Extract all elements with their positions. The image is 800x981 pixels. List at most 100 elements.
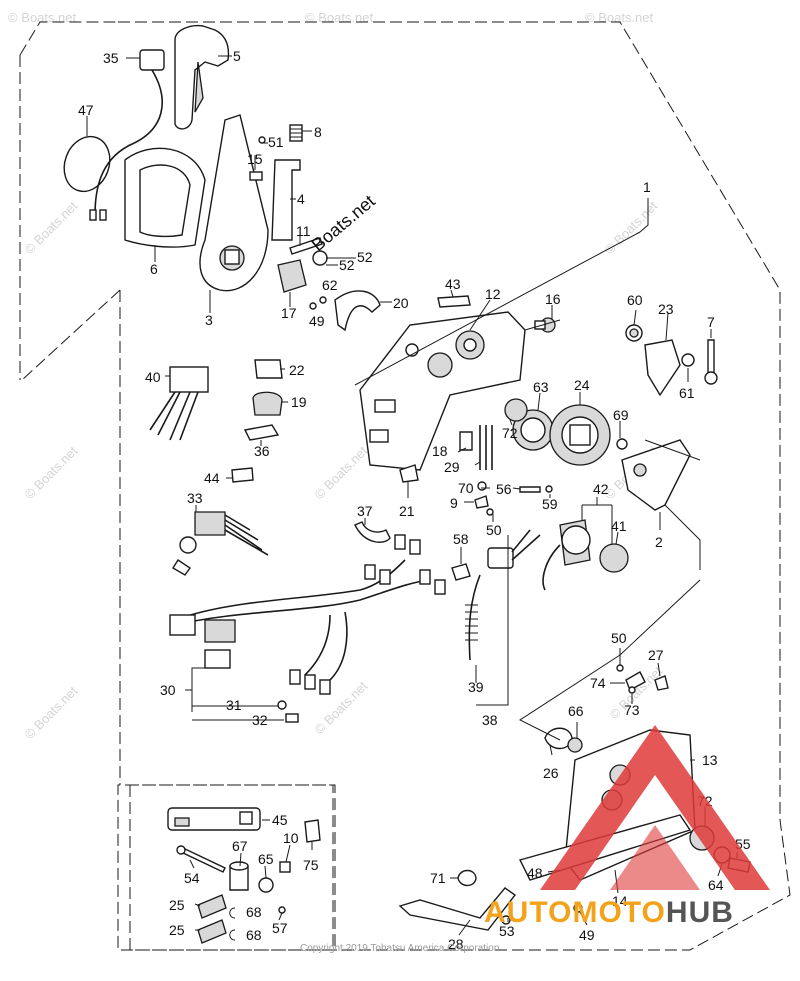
label-25b: 25 bbox=[169, 922, 185, 938]
label-38: 38 bbox=[482, 712, 498, 728]
cover bbox=[124, 147, 206, 248]
label-51: 51 bbox=[268, 134, 284, 150]
switch-harness bbox=[89, 49, 165, 221]
label-7: 7 bbox=[707, 314, 715, 330]
label-23: 23 bbox=[658, 301, 674, 317]
leader-lines bbox=[86, 55, 738, 936]
label-61: 61 bbox=[679, 385, 695, 401]
label-73: 73 bbox=[624, 702, 640, 718]
watermark: © Boats.net bbox=[22, 683, 81, 742]
washer-61 bbox=[681, 353, 695, 367]
housing bbox=[199, 114, 269, 292]
label-43 bbox=[437, 295, 471, 308]
switch-38 bbox=[465, 529, 541, 661]
ignition-switch bbox=[172, 511, 269, 576]
label-67: 67 bbox=[232, 838, 248, 854]
label-65: 65 bbox=[258, 851, 274, 867]
bracket-27-group bbox=[616, 664, 669, 694]
label-39: 39 bbox=[468, 679, 484, 695]
assembly-outline bbox=[19, 21, 791, 951]
label-74: 74 bbox=[590, 675, 606, 691]
label-12: 12 bbox=[485, 286, 501, 302]
lever-handle bbox=[174, 24, 230, 130]
ring-72 bbox=[504, 398, 528, 422]
label-18: 18 bbox=[432, 443, 448, 459]
label-25a: 25 bbox=[169, 897, 185, 913]
clip-9 bbox=[474, 495, 489, 509]
label-10: 10 bbox=[283, 830, 299, 846]
nut-70 bbox=[477, 481, 487, 491]
main-body bbox=[359, 311, 526, 471]
label-41: 41 bbox=[611, 518, 627, 534]
label-36: 36 bbox=[254, 443, 270, 459]
label-68b: 68 bbox=[246, 927, 262, 943]
arm-28 bbox=[398, 887, 517, 931]
wire-29 bbox=[479, 425, 493, 470]
washer-65 bbox=[258, 877, 274, 893]
label-60: 60 bbox=[627, 292, 643, 308]
label-14: 14 bbox=[612, 893, 628, 909]
screw-51 bbox=[258, 136, 266, 144]
label-69: 69 bbox=[613, 407, 629, 423]
label-54: 54 bbox=[184, 870, 200, 886]
label-62: 62 bbox=[322, 277, 338, 293]
label-13: 13 bbox=[702, 752, 718, 768]
screw-56 bbox=[519, 486, 541, 493]
label-71: 71 bbox=[430, 870, 446, 886]
clip-25b bbox=[197, 919, 227, 944]
label-64: 64 bbox=[708, 877, 724, 893]
watermark: © Boats.net bbox=[585, 10, 654, 25]
pin-62 bbox=[319, 296, 327, 304]
label-56: 56 bbox=[496, 481, 512, 497]
watermark: © Boats.net bbox=[22, 198, 81, 257]
screw-57 bbox=[278, 906, 286, 914]
label-20: 20 bbox=[393, 295, 409, 311]
label-35: 35 bbox=[103, 50, 119, 66]
label-45 bbox=[167, 807, 261, 831]
label-1: 1 bbox=[643, 179, 651, 195]
clip-75 bbox=[304, 819, 321, 843]
label-31: 31 bbox=[226, 697, 242, 713]
washer-63-inner bbox=[520, 417, 546, 443]
clip-18 bbox=[459, 431, 473, 451]
label-40: 40 bbox=[145, 369, 161, 385]
label-15: 15 bbox=[247, 151, 263, 167]
clip-25a bbox=[197, 894, 227, 919]
slide-plate bbox=[271, 159, 301, 241]
label-48: 48 bbox=[527, 865, 543, 881]
brand-logo bbox=[540, 725, 770, 890]
label-29: 29 bbox=[444, 459, 460, 475]
label-44 bbox=[231, 467, 254, 483]
gear-24 bbox=[549, 404, 611, 466]
watermark: © Boats.net bbox=[8, 10, 77, 25]
gasket-36 bbox=[243, 424, 280, 441]
label-17: 17 bbox=[281, 305, 297, 321]
label-30: 30 bbox=[160, 682, 176, 698]
washer-66 bbox=[567, 737, 583, 753]
bracket-17 bbox=[277, 259, 307, 293]
label-24: 24 bbox=[574, 377, 590, 393]
seal-60-inner bbox=[629, 328, 639, 338]
pin-11 bbox=[289, 237, 323, 255]
cover-37 bbox=[354, 521, 391, 543]
nut-69 bbox=[616, 438, 628, 450]
watermark: © Boats.net bbox=[312, 443, 371, 502]
label-2: 2 bbox=[655, 534, 663, 550]
label-33: 33 bbox=[187, 490, 203, 506]
washer-71 bbox=[457, 869, 477, 887]
label-26: 26 bbox=[543, 765, 559, 781]
label-50a: 50 bbox=[486, 522, 502, 538]
watermark-layer: © Boats.net © Boats.net © Boats.net © Bo… bbox=[8, 10, 666, 742]
label-22: 22 bbox=[289, 362, 305, 378]
brand-part2: MOTO bbox=[572, 896, 666, 929]
terminal-31 bbox=[277, 700, 287, 710]
label-21: 21 bbox=[399, 503, 415, 519]
watermark: © Boats.net bbox=[305, 10, 374, 25]
brand-part1: AUTO bbox=[484, 896, 573, 929]
bolt-54 bbox=[180, 847, 226, 873]
label-8: 8 bbox=[314, 124, 322, 140]
label-4: 4 bbox=[297, 191, 305, 207]
label-52a: 52 bbox=[357, 249, 373, 265]
clip-68a bbox=[229, 907, 236, 919]
